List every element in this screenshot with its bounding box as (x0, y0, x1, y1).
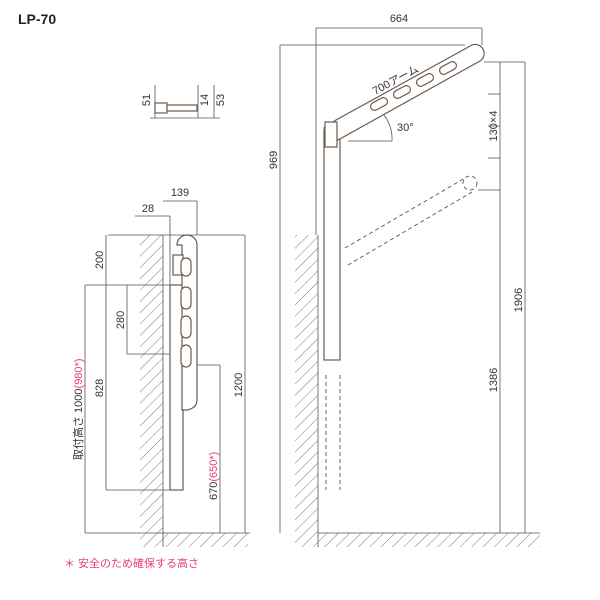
bottom-670-alt: (650*) (208, 452, 220, 482)
right-elevation-view: 664 969 700アーム 30° 130×4 1386 1906 (268, 13, 540, 547)
mount-height-label: 取付高さ 1000 (71, 388, 85, 460)
small-section-view: 51 14 53 (141, 85, 227, 119)
mount-height: 取付高さ 1000(980*) (71, 359, 85, 461)
dim-200: 200 (94, 251, 106, 269)
dim-53: 53 (215, 94, 227, 106)
bracket-column (169, 284, 184, 491)
dim-51: 51 (141, 94, 153, 106)
bracket-column (323, 129, 341, 361)
product-title: LP-70 (18, 11, 56, 27)
dim-28: 28 (142, 203, 154, 215)
dim-14: 14 (199, 94, 211, 106)
left-elevation-view: 139 28 200 280 828 取付高さ 1000(980*) 1200 … (71, 187, 250, 547)
dim-139: 139 (171, 187, 189, 199)
bottom-670: 670 (208, 482, 220, 500)
dim-664: 664 (390, 13, 408, 25)
dim-1906: 1906 (513, 288, 525, 312)
dim-1200: 1200 (233, 373, 245, 397)
mount-height-alt: (980*) (73, 359, 85, 389)
dim-280: 280 (115, 311, 127, 329)
dim-130x4: 130×4 (488, 111, 500, 142)
footnote: ＊ 安全のため確保する高さ (64, 556, 199, 570)
bottom-height: 670(650*) (208, 452, 220, 500)
dim-1386: 1386 (488, 368, 500, 392)
dim-828: 828 (94, 379, 106, 397)
angle-label: 30° (397, 122, 414, 134)
dim-969: 969 (268, 151, 280, 169)
